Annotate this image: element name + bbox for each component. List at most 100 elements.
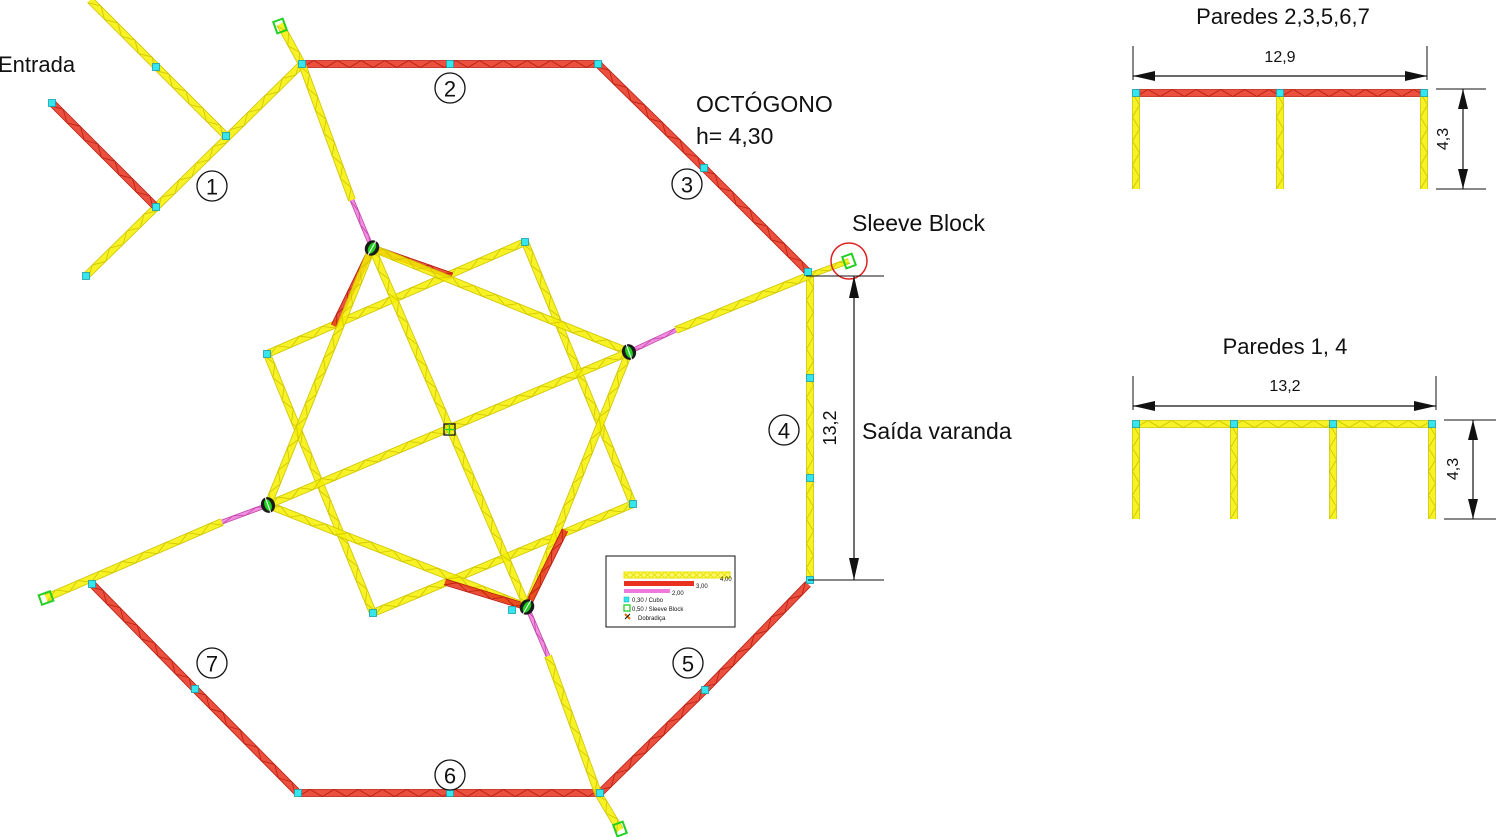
elevation-walls-2-3-5-6-7: Paredes 2,3,5,6,7 12,9 4,3 <box>1132 4 1486 190</box>
cubo-node <box>806 374 814 382</box>
dimension-value: 13,2 <box>820 410 840 445</box>
legend-dobradica-label: Dobradiça <box>638 616 666 622</box>
cubo-node <box>294 789 302 797</box>
legend-sleeve-swatch <box>623 604 631 612</box>
sleeve-block-highlight <box>830 242 868 280</box>
svg-text:7: 7 <box>206 652 218 677</box>
svg-text:4: 4 <box>778 419 790 444</box>
dobradica-hinge <box>621 344 637 360</box>
cubo-node <box>191 685 199 693</box>
dobradica-hinge <box>364 240 380 256</box>
inner-square-b-bottom <box>266 501 529 611</box>
dobradica-hinge <box>260 497 276 513</box>
wall-number-6: 6 <box>434 759 466 791</box>
cubo-node <box>152 63 160 71</box>
elev-b-column-3 <box>1329 423 1337 520</box>
cubo-node <box>446 60 454 68</box>
entrance-left-truss <box>49 100 159 210</box>
cubo-node <box>521 238 529 246</box>
inner-red-3 <box>444 578 528 611</box>
sleeve-block-label: Sleeve Block <box>852 210 985 236</box>
legend-sleeve-label: 0,50 / Sleeve Block <box>632 607 684 613</box>
inner-square-b-left <box>264 246 376 507</box>
elev-a-cubo <box>1132 89 1140 97</box>
spoke-top-left-pink <box>349 199 375 249</box>
wall-4-truss <box>806 275 814 581</box>
inner-red-4 <box>523 528 569 609</box>
wall-number-4: 4 <box>768 414 800 446</box>
cubo-node <box>596 789 604 797</box>
svg-text:5: 5 <box>682 652 694 677</box>
spoke-left-pink <box>221 502 269 525</box>
elev-a-column-3 <box>1420 92 1428 190</box>
elev-b-cubo <box>1230 420 1238 428</box>
wall-number-1: 1 <box>196 170 228 202</box>
elev-b-cubo <box>1132 420 1140 428</box>
cubo-node <box>222 132 230 140</box>
elevation-b-height: 4,3 <box>1445 458 1462 480</box>
elevation-a-height: 4,3 <box>1435 128 1452 150</box>
svg-text:2: 2 <box>444 77 456 102</box>
legend-truss-3m-label: 3,00 <box>696 584 708 590</box>
legend-truss-2m-label: 2,00 <box>672 591 684 597</box>
spoke-bottom-right-pink <box>524 606 551 657</box>
cubo-node <box>298 60 306 68</box>
elev-a-cubo <box>1420 89 1428 97</box>
wall-5-truss-b <box>597 687 708 796</box>
cubo-node <box>804 268 812 276</box>
cubo-node <box>594 60 602 68</box>
elev-b-top-beam <box>1135 420 1433 428</box>
spoke-right-pink <box>627 327 678 355</box>
wall-number-2: 2 <box>434 72 466 104</box>
spoke-bottom-right-a <box>594 791 624 832</box>
wall-5-truss-a <box>702 581 811 693</box>
legend-truss-4m-label: 4,00 <box>720 577 732 583</box>
spoke-right-a <box>674 272 810 334</box>
cubo-node <box>700 164 708 172</box>
cubo-node <box>82 272 90 280</box>
height-label: h= 4,30 <box>696 123 773 149</box>
svg-text:3: 3 <box>681 173 693 198</box>
svg-text:6: 6 <box>444 764 456 789</box>
elevation-b-title: Paredes 1, 4 <box>1223 334 1348 359</box>
elev-b-column-2 <box>1230 423 1238 520</box>
cubo-node <box>369 609 377 617</box>
wall-7-truss-b <box>192 686 301 796</box>
elevation-a-title: Paredes 2,3,5,6,7 <box>1196 4 1370 29</box>
spoke-top-left-b <box>298 62 356 202</box>
elev-b-cubo <box>1428 420 1436 428</box>
spoke-bottom-right-b <box>544 654 602 795</box>
legend-truss-3m <box>624 581 694 586</box>
wall-3-truss-a <box>595 61 707 171</box>
elev-a-column-1 <box>1132 92 1140 190</box>
sleeve-block-left <box>37 589 55 607</box>
vertical-dimension: 13,2 <box>806 275 884 581</box>
spoke-left-a <box>44 518 224 602</box>
truss-nodes <box>37 17 814 837</box>
wall-number-7: 7 <box>196 647 228 679</box>
elev-b-cubo <box>1329 420 1337 428</box>
sleeve-block-icon <box>840 252 858 270</box>
legend-truss-2m <box>624 589 670 593</box>
dobradica-hinge <box>519 599 535 615</box>
elev-b-column-4 <box>1428 423 1436 520</box>
wall-1-truss <box>83 61 305 279</box>
sleeve-block-bottom <box>611 820 629 837</box>
elev-a-column-2 <box>1276 92 1284 190</box>
elev-b-column-1 <box>1132 423 1140 520</box>
wall-number-5: 5 <box>672 647 704 679</box>
legend: 4,00 3,00 2,00 0,30 / Cubo 0,50 / Sleeve… <box>605 555 736 628</box>
cubo-node <box>48 99 56 107</box>
wall-7-truss-a <box>89 581 198 692</box>
cubo-node <box>806 474 814 482</box>
elev-a-cubo <box>1276 89 1284 97</box>
elevation-a-width: 12,9 <box>1264 49 1295 66</box>
elevation-b-width: 13,2 <box>1269 378 1300 395</box>
sleeve-block-top <box>271 17 289 35</box>
cubo-node <box>152 203 160 211</box>
svg-text:1: 1 <box>206 175 218 200</box>
spoke-top-left-a <box>276 22 306 66</box>
elevation-walls-1-4: Paredes 1, 4 13,2 4,3 <box>1132 334 1496 520</box>
wall-number-3: 3 <box>671 168 703 200</box>
